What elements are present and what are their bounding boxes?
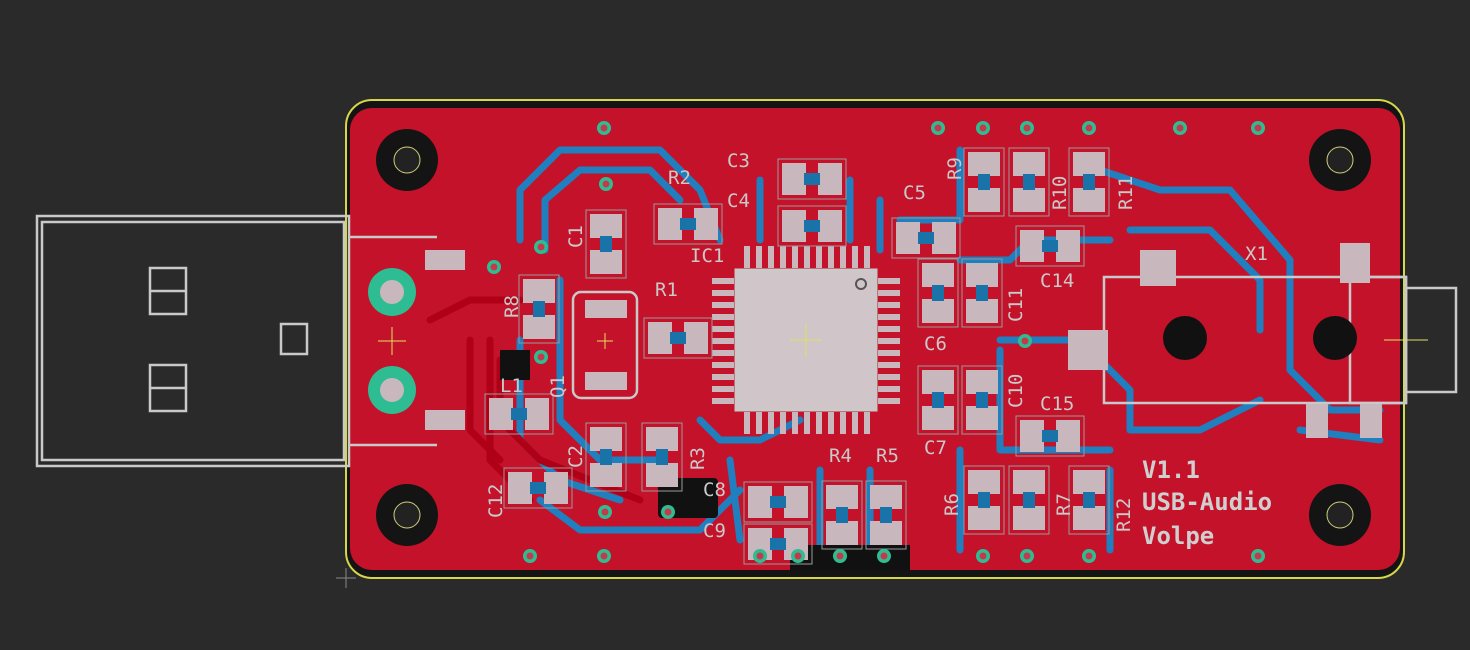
- smd-r7[interactable]: [1008, 465, 1050, 535]
- via-12: [1018, 334, 1032, 348]
- via-3: [976, 121, 990, 135]
- smd-c11[interactable]: [961, 258, 1003, 328]
- via-15: [523, 549, 537, 563]
- ic1-package[interactable]: [712, 246, 900, 434]
- via-2: [931, 121, 945, 135]
- smd-c7[interactable]: [917, 365, 959, 435]
- label-l1: L1: [500, 375, 523, 397]
- via-8: [599, 177, 613, 191]
- smd-c12[interactable]: [503, 467, 573, 509]
- label-r11: R11: [1115, 176, 1137, 210]
- label-r3: R3: [687, 447, 709, 470]
- smd-c15[interactable]: [1015, 415, 1085, 457]
- smd-r9[interactable]: [963, 147, 1005, 217]
- label-ic1: IC1: [690, 245, 724, 267]
- via-6: [1173, 121, 1187, 135]
- smd-r12[interactable]: [1068, 465, 1110, 535]
- smd-c14[interactable]: [1015, 225, 1085, 267]
- smd-c6[interactable]: [917, 258, 959, 328]
- via-16: [597, 549, 611, 563]
- label-c8: C8: [703, 479, 726, 501]
- smd-c8[interactable]: [743, 481, 813, 523]
- smd-r10[interactable]: [1008, 147, 1050, 217]
- via-10: [487, 260, 501, 274]
- mounting-holes: [376, 129, 1371, 546]
- smd-r8[interactable]: [518, 274, 560, 344]
- label-r1: R1: [655, 279, 678, 301]
- smd-r6[interactable]: [963, 465, 1005, 535]
- board-author-text: Volpe: [1142, 522, 1214, 550]
- label-c9: C9: [703, 520, 726, 542]
- label-r12: R12: [1113, 498, 1135, 532]
- via-14: [661, 505, 675, 519]
- smd-r1[interactable]: [643, 317, 713, 359]
- board-text: V1.1 USB-Audio Volpe: [1142, 456, 1272, 550]
- smd-l1[interactable]: [484, 393, 554, 435]
- via-9: [534, 240, 548, 254]
- label-c11: C11: [1005, 288, 1027, 322]
- via-18: [791, 549, 805, 563]
- via-4: [1020, 121, 1034, 135]
- label-c3: C3: [727, 150, 750, 172]
- label-c15: C15: [1040, 393, 1074, 415]
- via-23: [1082, 549, 1096, 563]
- board-product-text: USB-Audio: [1142, 488, 1272, 516]
- via-22: [1020, 549, 1034, 563]
- via-17: [753, 549, 767, 563]
- via-13: [598, 505, 612, 519]
- via-19: [833, 549, 847, 563]
- label-r10: R10: [1049, 176, 1071, 210]
- label-c6: C6: [924, 333, 947, 355]
- label-r9: R9: [944, 157, 966, 180]
- smd-c1[interactable]: [585, 209, 627, 279]
- label-c2: C2: [565, 445, 587, 468]
- label-r5: R5: [876, 445, 899, 467]
- q1-outline[interactable]: [571, 290, 639, 400]
- smd-c2[interactable]: [585, 422, 627, 492]
- smd-r5[interactable]: [865, 480, 907, 550]
- via-7: [1251, 121, 1265, 135]
- via-1: [597, 121, 611, 135]
- label-r4: R4: [829, 445, 852, 467]
- label-r2: R2: [668, 167, 691, 189]
- label-q1: Q1: [547, 375, 569, 398]
- smd-r11[interactable]: [1068, 147, 1110, 217]
- label-r7: R7: [1053, 493, 1075, 516]
- label-c12: C12: [485, 484, 507, 518]
- label-c10: C10: [1005, 374, 1027, 408]
- smd-c3[interactable]: [777, 158, 847, 200]
- label-x1: X1: [1245, 243, 1268, 265]
- label-c1: C1: [565, 225, 587, 248]
- smd-c5[interactable]: [891, 217, 961, 259]
- usb-connector[interactable]: [35, 214, 465, 468]
- smd-r3[interactable]: [641, 422, 683, 492]
- label-c4: C4: [727, 190, 750, 212]
- via-5: [1082, 121, 1096, 135]
- label-c7: C7: [924, 437, 947, 459]
- component-labels: C1 C2 C3 C4 C5 C6 C7 C8 C9 C10 C11 C12 C…: [485, 150, 1268, 542]
- audio-jack-x1[interactable]: [1068, 243, 1458, 438]
- label-c5: C5: [903, 182, 926, 204]
- origin-cursor-icon: [336, 568, 356, 588]
- board-version-text: V1.1: [1142, 456, 1200, 484]
- smd-r4[interactable]: [821, 480, 863, 550]
- via-20: [877, 549, 891, 563]
- via-24: [1251, 549, 1265, 563]
- via-11: [534, 350, 548, 364]
- via-21: [976, 549, 990, 563]
- label-r6: R6: [941, 493, 963, 516]
- label-r8: R8: [501, 295, 523, 318]
- smd-r2[interactable]: [653, 203, 723, 245]
- smd-c10[interactable]: [961, 365, 1003, 435]
- smd-c4[interactable]: [777, 205, 847, 247]
- label-c14: C14: [1040, 270, 1074, 292]
